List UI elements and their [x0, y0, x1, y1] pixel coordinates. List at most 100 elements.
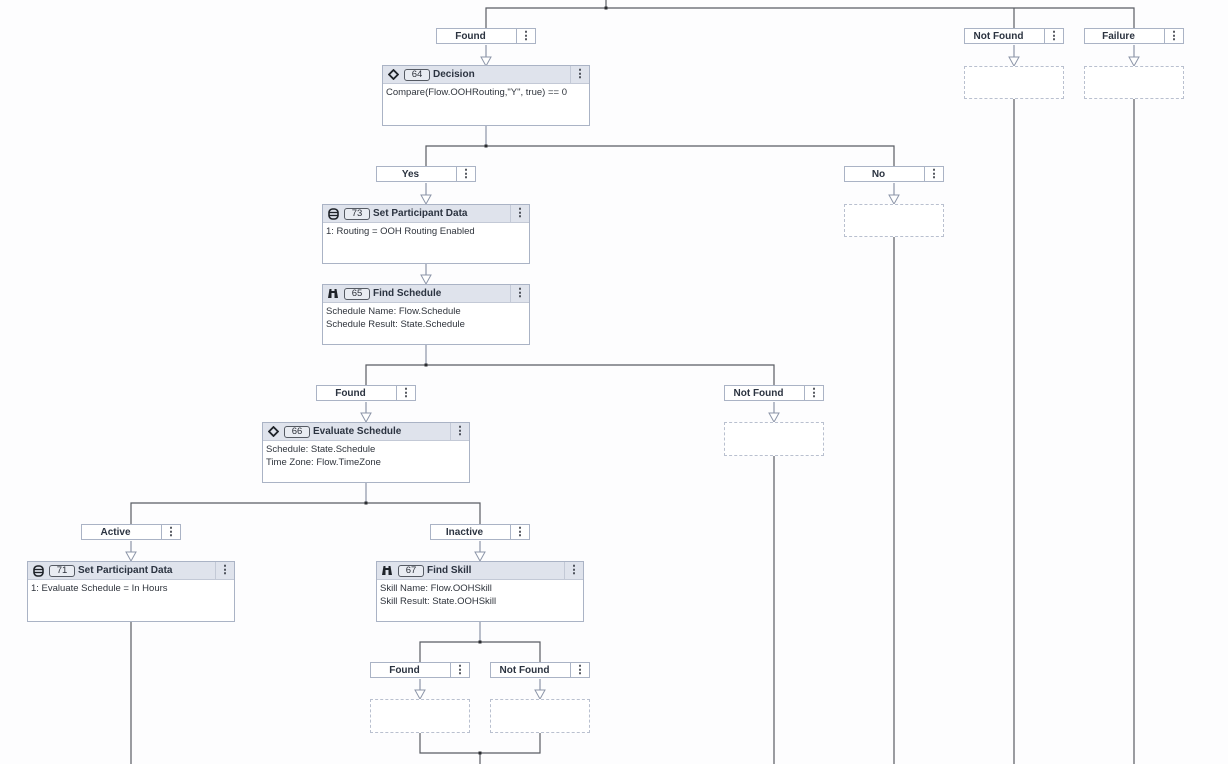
node-header: 65 Find Schedule ⋮	[323, 285, 529, 303]
arrow-icon	[360, 412, 372, 424]
arrow-icon	[1008, 56, 1020, 68]
connector	[485, 7, 1135, 36]
path-label-no[interactable]: No ⋮	[844, 166, 944, 182]
arrow-icon	[1128, 56, 1140, 68]
more-options-icon[interactable]: ⋮	[215, 562, 234, 579]
node-title: Decision	[433, 69, 475, 80]
path-label-found[interactable]: Found ⋮	[316, 385, 416, 401]
junction-dot	[604, 6, 608, 10]
more-options-icon[interactable]: ⋮	[1044, 29, 1063, 43]
path-label-text: Not Found	[733, 387, 784, 399]
path-label-found[interactable]: Found ⋮	[370, 662, 470, 678]
empty-drop-target[interactable]	[370, 699, 470, 733]
arrow-icon	[534, 689, 546, 701]
node-header: 64 Decision ⋮	[383, 66, 589, 84]
node-detail-line: 1: Routing = OOH Routing Enabled	[326, 226, 475, 237]
arrow-icon	[420, 194, 432, 206]
more-options-icon[interactable]: ⋮	[396, 386, 415, 400]
node-body: 1: Evaluate Schedule = In Hours	[28, 580, 234, 599]
path-label-text: Not Found	[499, 664, 550, 676]
more-options-icon[interactable]: ⋮	[1164, 29, 1183, 43]
arrow-icon	[474, 551, 486, 563]
path-label-text: Failure	[1102, 30, 1135, 42]
node-header: 66 Evaluate Schedule ⋮	[263, 423, 469, 441]
empty-drop-target[interactable]	[490, 699, 590, 733]
path-label-not-found[interactable]: Not Found ⋮	[964, 28, 1064, 44]
node-detail-line: Schedule Name: Flow.Schedule	[326, 306, 461, 317]
node-detail-line: Schedule: State.Schedule	[266, 444, 376, 455]
empty-drop-target[interactable]	[964, 66, 1064, 99]
path-label-not-found[interactable]: Not Found ⋮	[490, 662, 590, 678]
node-title: Find Schedule	[373, 288, 442, 299]
node-body: 1: Routing = OOH Routing Enabled	[323, 223, 529, 242]
more-options-icon[interactable]: ⋮	[161, 525, 180, 539]
path-label-text: Found	[335, 387, 366, 399]
node-find-schedule-65[interactable]: 65 Find Schedule ⋮ Schedule Name: Flow.S…	[322, 284, 530, 345]
node-header: 71 Set Participant Data ⋮	[28, 562, 234, 580]
path-label-text: No	[871, 168, 886, 180]
more-options-icon[interactable]: ⋮	[450, 663, 469, 677]
connector	[130, 502, 481, 532]
node-evaluate-schedule-66[interactable]: 66 Evaluate Schedule ⋮ Schedule: State.S…	[262, 422, 470, 483]
database-icon	[326, 207, 340, 220]
connector	[425, 145, 895, 174]
binoculars-icon	[326, 288, 340, 299]
node-detail-line: Compare(Flow.OOHRouting,"Y", true) == 0	[386, 87, 567, 98]
junction-dot	[364, 501, 368, 505]
more-options-icon[interactable]: ⋮	[564, 562, 583, 579]
more-options-icon[interactable]: ⋮	[510, 525, 529, 539]
more-options-icon[interactable]: ⋮	[516, 29, 535, 43]
junction-dot	[478, 640, 482, 644]
path-label-not-found[interactable]: Not Found ⋮	[724, 385, 824, 401]
node-header: 73 Set Participant Data ⋮	[323, 205, 529, 223]
node-decision-64[interactable]: 64 Decision ⋮ Compare(Flow.OOHRouting,"Y…	[382, 65, 590, 126]
node-body: Schedule Name: Flow.Schedule Schedule Re…	[323, 303, 529, 334]
arrow-icon	[480, 56, 492, 68]
node-title: Evaluate Schedule	[313, 426, 402, 437]
junction-dot	[478, 751, 482, 755]
empty-drop-target[interactable]	[724, 422, 824, 456]
path-label-active[interactable]: Active ⋮	[81, 524, 181, 540]
node-title: Set Participant Data	[78, 565, 173, 576]
more-options-icon[interactable]: ⋮	[924, 167, 943, 181]
path-label-text: Not Found	[973, 30, 1024, 42]
arrow-icon	[420, 274, 432, 286]
path-label-found[interactable]: Found ⋮	[436, 28, 536, 44]
node-number-badge: 64	[404, 68, 430, 81]
node-number-badge: 67	[398, 564, 424, 577]
more-options-icon[interactable]: ⋮	[510, 285, 529, 302]
more-options-icon[interactable]: ⋮	[570, 66, 589, 83]
empty-drop-target[interactable]	[1084, 66, 1184, 99]
more-options-icon[interactable]: ⋮	[456, 167, 475, 181]
node-detail-line: Time Zone: Flow.TimeZone	[266, 456, 381, 468]
diamond-icon	[386, 69, 400, 80]
more-options-icon[interactable]: ⋮	[804, 386, 823, 400]
node-title: Set Participant Data	[373, 208, 468, 219]
node-set-participant-data-71[interactable]: 71 Set Participant Data ⋮ 1: Evaluate Sc…	[27, 561, 235, 622]
arrow-icon	[414, 689, 426, 701]
node-number-badge: 65	[344, 287, 370, 300]
node-set-participant-data-73[interactable]: 73 Set Participant Data ⋮ 1: Routing = O…	[322, 204, 530, 264]
more-options-icon[interactable]: ⋮	[450, 423, 469, 440]
arrow-icon	[125, 551, 137, 563]
connector	[419, 733, 541, 754]
diamond-icon	[266, 426, 280, 437]
binoculars-icon	[380, 565, 394, 576]
node-number-badge: 73	[344, 207, 370, 220]
more-options-icon[interactable]: ⋮	[570, 663, 589, 677]
node-find-skill-67[interactable]: 67 Find Skill ⋮ Skill Name: Flow.OOHSkil…	[376, 561, 584, 622]
more-options-icon[interactable]: ⋮	[510, 205, 529, 222]
node-header: 67 Find Skill ⋮	[377, 562, 583, 580]
arrow-icon	[888, 194, 900, 206]
path-label-text: Inactive	[445, 526, 484, 538]
path-label-inactive[interactable]: Inactive ⋮	[430, 524, 530, 540]
path-label-yes[interactable]: Yes ⋮	[376, 166, 476, 182]
path-label-failure[interactable]: Failure ⋮	[1084, 28, 1184, 44]
node-body: Schedule: State.Schedule Time Zone: Flow…	[263, 441, 469, 472]
empty-drop-target[interactable]	[844, 204, 944, 237]
junction-dot	[484, 144, 488, 148]
path-label-text: Found	[455, 30, 486, 42]
junction-dot	[424, 363, 428, 367]
node-title: Find Skill	[427, 565, 472, 576]
